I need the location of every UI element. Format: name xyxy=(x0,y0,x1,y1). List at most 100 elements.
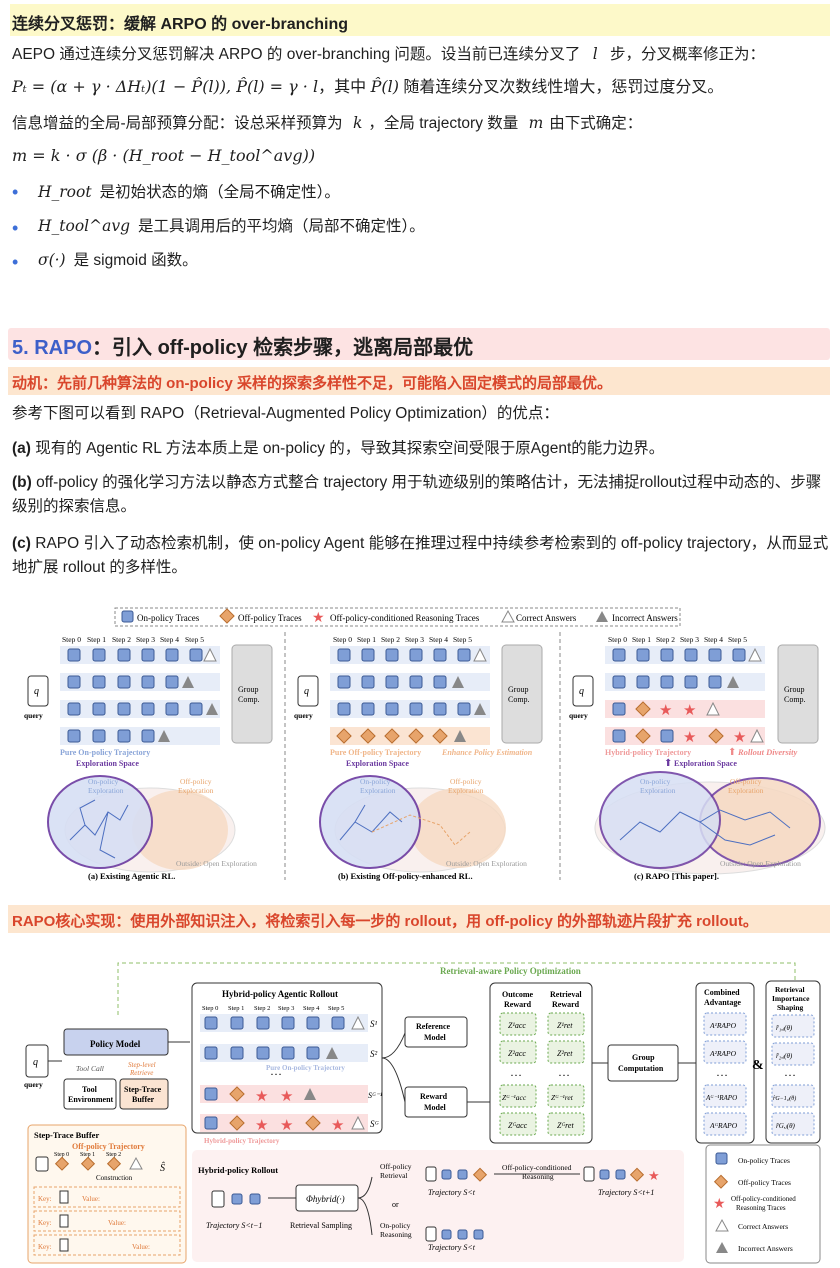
incorrect-answer-icon xyxy=(326,1047,338,1059)
step-label: Step 1 xyxy=(87,635,106,644)
step-label: Step 5 xyxy=(185,635,204,644)
panel-b: Step 0 Step 1 Step 2 Step 3 Step 4 Step … xyxy=(294,635,543,881)
enhance-label: Enhance Policy Estimation xyxy=(441,748,533,757)
reward-value: Z²acc xyxy=(508,1049,526,1058)
incorrect-legend-icon xyxy=(596,611,608,622)
off-policy-exploration-label: Exploration xyxy=(728,786,764,795)
item-tag: (a) xyxy=(12,440,31,457)
query-label: query xyxy=(569,711,588,720)
advantage-value: A²RAPO xyxy=(709,1049,737,1058)
bullet-text: 是初始状态的熵（全局不确定性）。 xyxy=(99,184,340,201)
step-label: Step 2 xyxy=(656,635,675,644)
legend-label: Incorrect Answers xyxy=(612,613,678,623)
step-label: Step 2 xyxy=(106,1152,121,1158)
ampersand: & xyxy=(752,1058,764,1073)
advantage-value: Aᴳ⁻¹RAPO xyxy=(705,1094,737,1102)
on-policy-exploration-label: On-policy xyxy=(360,777,391,786)
section-heading-bar xyxy=(8,328,830,360)
group-comp-label: Group xyxy=(238,685,258,694)
svg-text:★: ★ xyxy=(255,1118,268,1134)
budget-tail: 由下式确定： xyxy=(549,115,643,132)
on-policy-exploration-label: Exploration xyxy=(360,786,396,795)
value-label: Value: xyxy=(108,1219,126,1227)
step-label: Step 2 xyxy=(254,1005,270,1012)
off-policy-traces xyxy=(635,701,724,744)
panel-a: Step 0 Step 1 Step 2 Step 3 Step 4 Step … xyxy=(24,635,273,881)
on-policy-traces xyxy=(337,648,471,716)
query-symbol: q xyxy=(304,686,309,697)
bullet-dot: • xyxy=(12,218,19,238)
ellipsis: … xyxy=(716,1065,728,1079)
legend-label: Off-policy-conditioned xyxy=(731,1195,796,1203)
reward-cells xyxy=(499,1012,585,1136)
off-policy-trace-icon xyxy=(629,1167,645,1182)
reward-value: Zᴳacc xyxy=(508,1121,528,1130)
legend-box xyxy=(114,607,681,627)
reference-model-label: Reference xyxy=(416,1022,451,1031)
off-policy-exploration-label: Exploration xyxy=(448,786,484,795)
section-b-heading: 5. RAPO：引入 off-policy 检索步骤，逃离局部最优 xyxy=(12,331,473,360)
query-symbol: q xyxy=(34,686,39,697)
legend-label: Incorrect Answers xyxy=(738,1244,793,1253)
s-label: S¹ xyxy=(370,1019,378,1029)
step-label: Step 5 xyxy=(328,1005,344,1012)
s-label: Sᴳ xyxy=(370,1119,380,1129)
query-label: query xyxy=(24,711,43,720)
bullet-symbol: σ(·) xyxy=(38,251,66,269)
query-box xyxy=(35,1156,49,1172)
star-legend-icon: ★ xyxy=(312,611,325,626)
step-label: Step 2 xyxy=(381,635,400,644)
query-box xyxy=(425,1226,437,1242)
on-policy-exploration-label: On-policy xyxy=(88,777,119,786)
group-comp-label: Comp. xyxy=(238,695,260,704)
trace-row-bg xyxy=(60,673,220,691)
on-policy-legend-icon xyxy=(715,1152,728,1165)
section-a-heading: 连续分叉惩罚：缓解 ARPO 的 over-branching xyxy=(12,16,349,33)
shaping-label: Shaping xyxy=(777,1003,804,1012)
outside-label: Outside: Open Exploration xyxy=(176,859,257,868)
tool-environment-label: Tool xyxy=(82,1085,98,1094)
bullet-text: 是 sigmoid 函数。 xyxy=(73,252,198,269)
incorrect-answer-icon xyxy=(474,703,486,715)
up-arrow-icon: ⬆ xyxy=(664,758,672,769)
advantage-value: AᴳRAPO xyxy=(709,1121,738,1130)
bullet-dot: • xyxy=(12,252,19,272)
item-text: RAPO 引入了动态检索机制，使 on-policy Agent 能够在推理过程… xyxy=(12,535,829,576)
step-label: Step 0 xyxy=(608,635,627,644)
svg-text:★: ★ xyxy=(331,1118,344,1134)
budget-k: k xyxy=(352,114,363,132)
on-policy-reasoning-label: Reasoning xyxy=(380,1230,412,1239)
incorrect-legend-icon xyxy=(716,1242,728,1253)
svg-text:★: ★ xyxy=(659,703,672,719)
formula-1-tail: 随着连续分叉次数线性增大，惩罚过度分叉。 xyxy=(403,79,724,96)
heading-highlight xyxy=(10,4,830,36)
tool-environment-label: Environment xyxy=(68,1095,114,1104)
key-label: Key: xyxy=(38,1195,52,1203)
off-policy-exploration-label: Off-policy xyxy=(730,777,762,786)
exploration-space-label: Exploration Space xyxy=(76,759,139,768)
incorrect-answer-icon xyxy=(727,676,739,688)
off-policy-retrieval-label: Off-policy xyxy=(380,1162,412,1171)
value-label: Value: xyxy=(82,1195,100,1203)
star-legend-icon: ★ xyxy=(713,1197,726,1212)
bullet-dot: • xyxy=(12,182,19,202)
combined-advantage-label: Combined xyxy=(704,988,740,997)
query-symbol: q xyxy=(579,686,584,697)
svg-text:★: ★ xyxy=(255,1089,268,1105)
incorrect-answer-icon xyxy=(452,676,464,688)
advantage-cells xyxy=(703,1012,747,1136)
incorrect-answer-icon xyxy=(206,703,218,715)
s-hat-label: Ŝ xyxy=(160,1162,165,1174)
on-policy-traces xyxy=(441,1169,484,1240)
item-a: (a) 现有的 Agentic RL 方法本质上是 on-policy 的，导致… xyxy=(12,437,832,461)
trajectory-label: Trajectory S<t xyxy=(428,1243,476,1252)
budget-m: m xyxy=(528,114,544,132)
reference-text: 参考下图可以看到 RAPO（Retrieval-Augmented Policy… xyxy=(12,405,559,422)
off-policy-retrieval-label: Retrieval xyxy=(380,1171,408,1180)
exploration-space-label: Exploration Space xyxy=(674,759,737,768)
reward-model-label: Model xyxy=(424,1103,447,1112)
off-policy-conditioned-traces: ★★★★★ xyxy=(255,1089,344,1134)
correct-answer-icon xyxy=(351,1115,365,1130)
